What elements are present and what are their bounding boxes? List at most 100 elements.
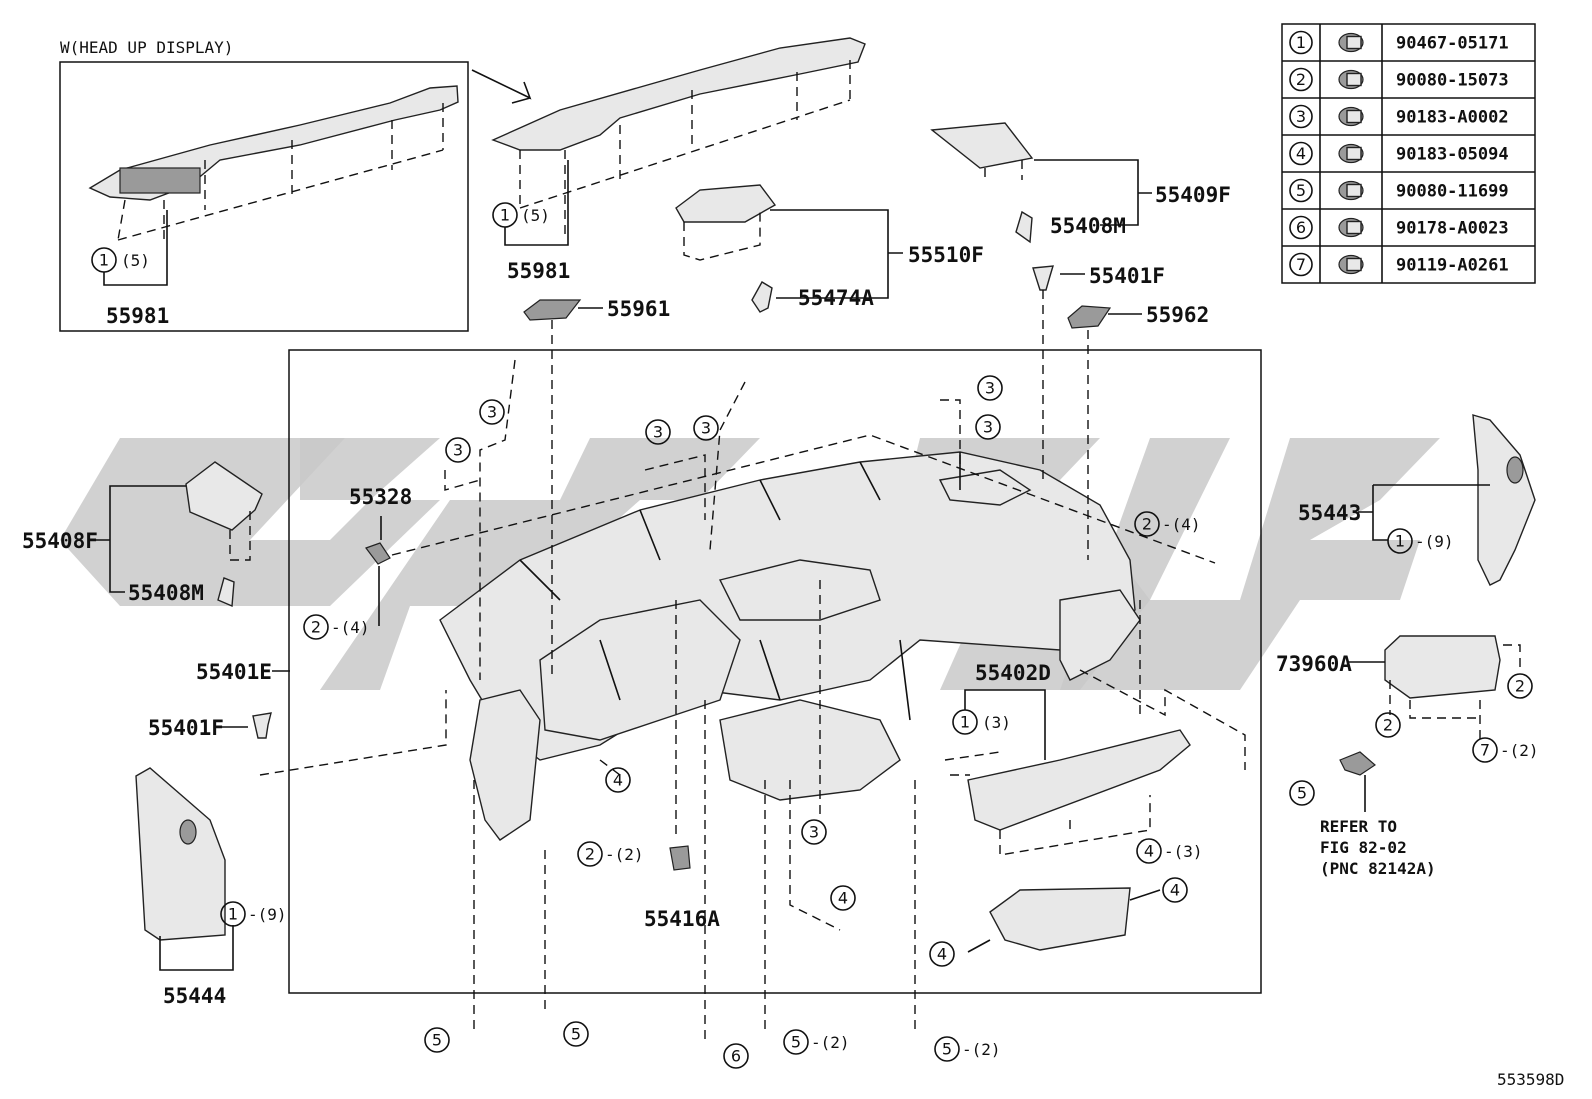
callout-3: 3 [977,375,1003,401]
svg-text:55408M: 55408M [1050,214,1126,238]
svg-text:(5): (5) [121,251,150,270]
callout-4: 4 [605,767,631,793]
nut-clip-icon [1338,106,1364,127]
airbag-73960A: 73960A [1276,635,1521,740]
svg-text:55401E: 55401E [196,660,272,684]
svg-text:55443: 55443 [1298,501,1361,525]
svg-text:-(4): -(4) [1162,515,1201,534]
callout-2: 2 [1375,712,1401,738]
svg-text:73960A: 73960A [1276,652,1352,676]
callout-4: 4 [929,941,955,967]
callout-7: 7-(2) [1472,737,1539,763]
svg-text:4: 4 [838,889,848,908]
svg-text:55408M: 55408M [128,581,204,605]
svg-text:3: 3 [985,379,995,398]
svg-text:-(2): -(2) [605,845,644,864]
svg-text:55962: 55962 [1146,303,1209,327]
svg-text:4: 4 [613,771,623,790]
u-nut-icon [1338,143,1364,164]
vent-55961 [523,299,582,321]
callout-3: 3 [975,414,1001,440]
svg-text:6: 6 [731,1047,741,1066]
clip-55416A [669,845,691,871]
callout-4: 4-(3) [1136,838,1203,864]
svg-text:-(4): -(4) [331,618,370,637]
callout-1: 1 -(9) [1387,528,1454,554]
svg-text:1: 1 [960,713,970,732]
clip-55328 [365,542,391,565]
svg-text:55409F: 55409F [1155,183,1231,207]
callout-1: 1-(9) [220,901,287,927]
svg-text:55328: 55328 [349,485,412,509]
upper-panel-cover: 1 (5) 55981 [491,37,866,283]
fastener-row: 3 90183-A0002 [1289,104,1509,129]
fastener-part-number: 90183-A0002 [1396,108,1509,128]
arrow-icon [471,69,532,104]
callout-3: 3 [693,415,719,441]
svg-text:(3): (3) [982,713,1011,732]
fastener-row: 2 90080-15073 [1289,67,1509,92]
cover-55409F: 55409F 55408M [930,122,1231,244]
connector-reference: REFER TO FIG 82-02 (PNC 82142A) [1320,751,1436,878]
fastener-index: 4 [1296,144,1306,163]
callout-2: 2-(4) [1134,511,1201,537]
bolt-icon [1338,180,1364,201]
cover-55408F: 55408F 55408M [22,461,263,608]
svg-text:3: 3 [809,823,819,842]
tray-part [989,887,1131,951]
svg-text:5: 5 [942,1040,952,1059]
svg-text:-(9): -(9) [248,905,287,924]
fastener-index: 3 [1296,107,1306,126]
part-label-55981-inset: 55981 [106,304,169,328]
svg-text:REFER TO: REFER TO [1320,817,1397,836]
svg-text:-(2): -(2) [962,1040,1001,1059]
svg-text:55402D: 55402D [975,661,1051,685]
svg-text:3: 3 [701,419,711,438]
svg-text:4: 4 [1170,881,1180,900]
svg-text:55401F: 55401F [148,716,224,740]
svg-text:55401F: 55401F [1089,264,1165,288]
glove-box-55402D: 1 (3) 55402D [944,661,1191,856]
hud-variant-inset: W(HEAD UP DISPLAY) 1 (5) 55981 [59,38,469,332]
hud-variant-label: W(HEAD UP DISPLAY) [60,38,233,57]
svg-text:1: 1 [1395,532,1405,551]
svg-text:2: 2 [311,618,321,637]
clip-55401F-left [252,712,272,739]
svg-text:3: 3 [983,418,993,437]
fastener-part-number: 90080-11699 [1396,182,1509,202]
svg-text:55961: 55961 [607,297,670,321]
svg-text:3: 3 [453,441,463,460]
svg-text:5: 5 [1297,784,1307,803]
fastener-part-number: 90080-15073 [1396,71,1509,91]
svg-text:5: 5 [432,1031,442,1050]
fastener-index: 7 [1296,255,1306,274]
callout-2: 2 -(2) [577,841,644,867]
fastener-index: 2 [1296,70,1306,89]
callout-3: 3 [645,419,671,445]
vent-55962 [1067,305,1112,329]
fastener-part-number: 90119-A0261 [1396,256,1509,276]
hex-nut-icon [1338,217,1364,238]
callout-4: 4 [1162,877,1188,903]
svg-text:-(9): -(9) [1415,532,1454,551]
callout-5: 5-(2) [783,1029,850,1055]
svg-text:55474A: 55474A [798,286,874,310]
part-label-55981: 55981 [507,259,570,283]
fastener-row: 7 90119-A0261 [1289,252,1509,277]
callout-2: 2 -(4) [303,614,370,640]
svg-text:2: 2 [585,845,595,864]
callout-5: 5 [1289,780,1315,806]
side-panel-55443: 55443 [1298,414,1536,586]
diagram-id: 553598D [1497,1070,1564,1089]
svg-text:(PNC 82142A): (PNC 82142A) [1320,859,1436,878]
bolt-icon [1338,254,1364,275]
fastener-index: 6 [1296,218,1306,237]
svg-text:5: 5 [571,1025,581,1044]
callout-markers: 3 3 3 3 3 3 2 -(4) 2 -(4) 4 1 -(9) 2 2 7-(2) 5 4-(3) 2 -(2)… [220,375,1539,1069]
callout-2: 2 [1507,673,1533,699]
